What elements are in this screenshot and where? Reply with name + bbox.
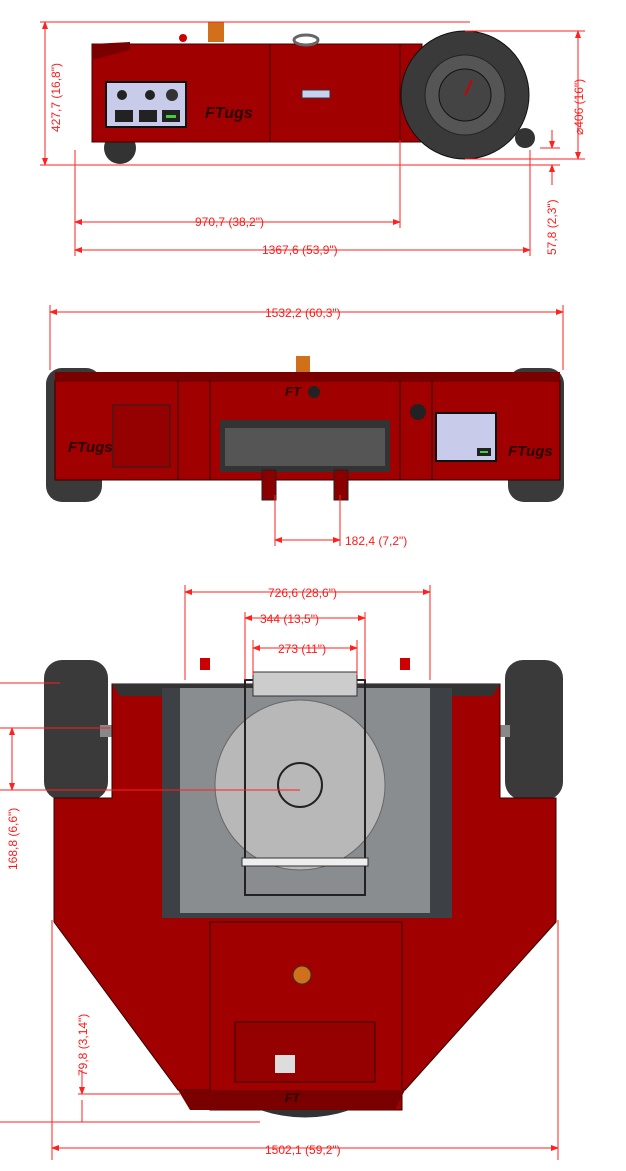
turntable (214, 699, 386, 871)
side-view: FTugs 427,7 (16,8") 970,7 (38,2") 1367,6… (40, 21, 586, 257)
front-badge: FT (285, 384, 302, 399)
overall-width-dimension: 1502,1 (59,2") (265, 1143, 341, 1157)
front-logo-right: FTugs (508, 443, 553, 460)
width-dimension: 1532,2 (60,3") (265, 306, 341, 320)
length-dimension: 1367,6 (53,9") (262, 243, 338, 257)
axle-offset-dimension: 168,8 (6,6") (6, 808, 20, 870)
height-dimension: 427,7 (16,8") (49, 63, 63, 132)
wheelbase-dimension: 970,7 (38,2") (195, 215, 264, 229)
top-right-wheel (505, 660, 563, 800)
wheel-diameter-dimension: ⌀406 (16") (572, 79, 586, 135)
outer-width-dimension: 726,6 (28,6") (268, 586, 337, 600)
mid-width-dimension: 344 (13,5") (260, 612, 319, 626)
hitch-spacing-dimension: 182,4 (7,2") (345, 534, 407, 548)
top-left-wheel (44, 660, 108, 800)
beacon-light (208, 22, 224, 42)
top-badge: FT (285, 1091, 301, 1105)
clearance-dimension: 57,8 (2,3") (545, 199, 559, 255)
side-logo: FTugs (205, 105, 253, 122)
front-view: FT FTugs FTugs 1532,2 (60,3") 182,4 (7,2… (46, 305, 564, 548)
rear-offset-dimension: 79,8 (3,14") (76, 1014, 90, 1076)
beacon-top (292, 965, 312, 985)
front-logo-left: FTugs (68, 439, 113, 456)
inner-width-dimension: 273 (11") (278, 642, 326, 656)
top-view: FT 726,6 (28,6") 344 (13,5") 273 (11") 1… (0, 585, 563, 1160)
